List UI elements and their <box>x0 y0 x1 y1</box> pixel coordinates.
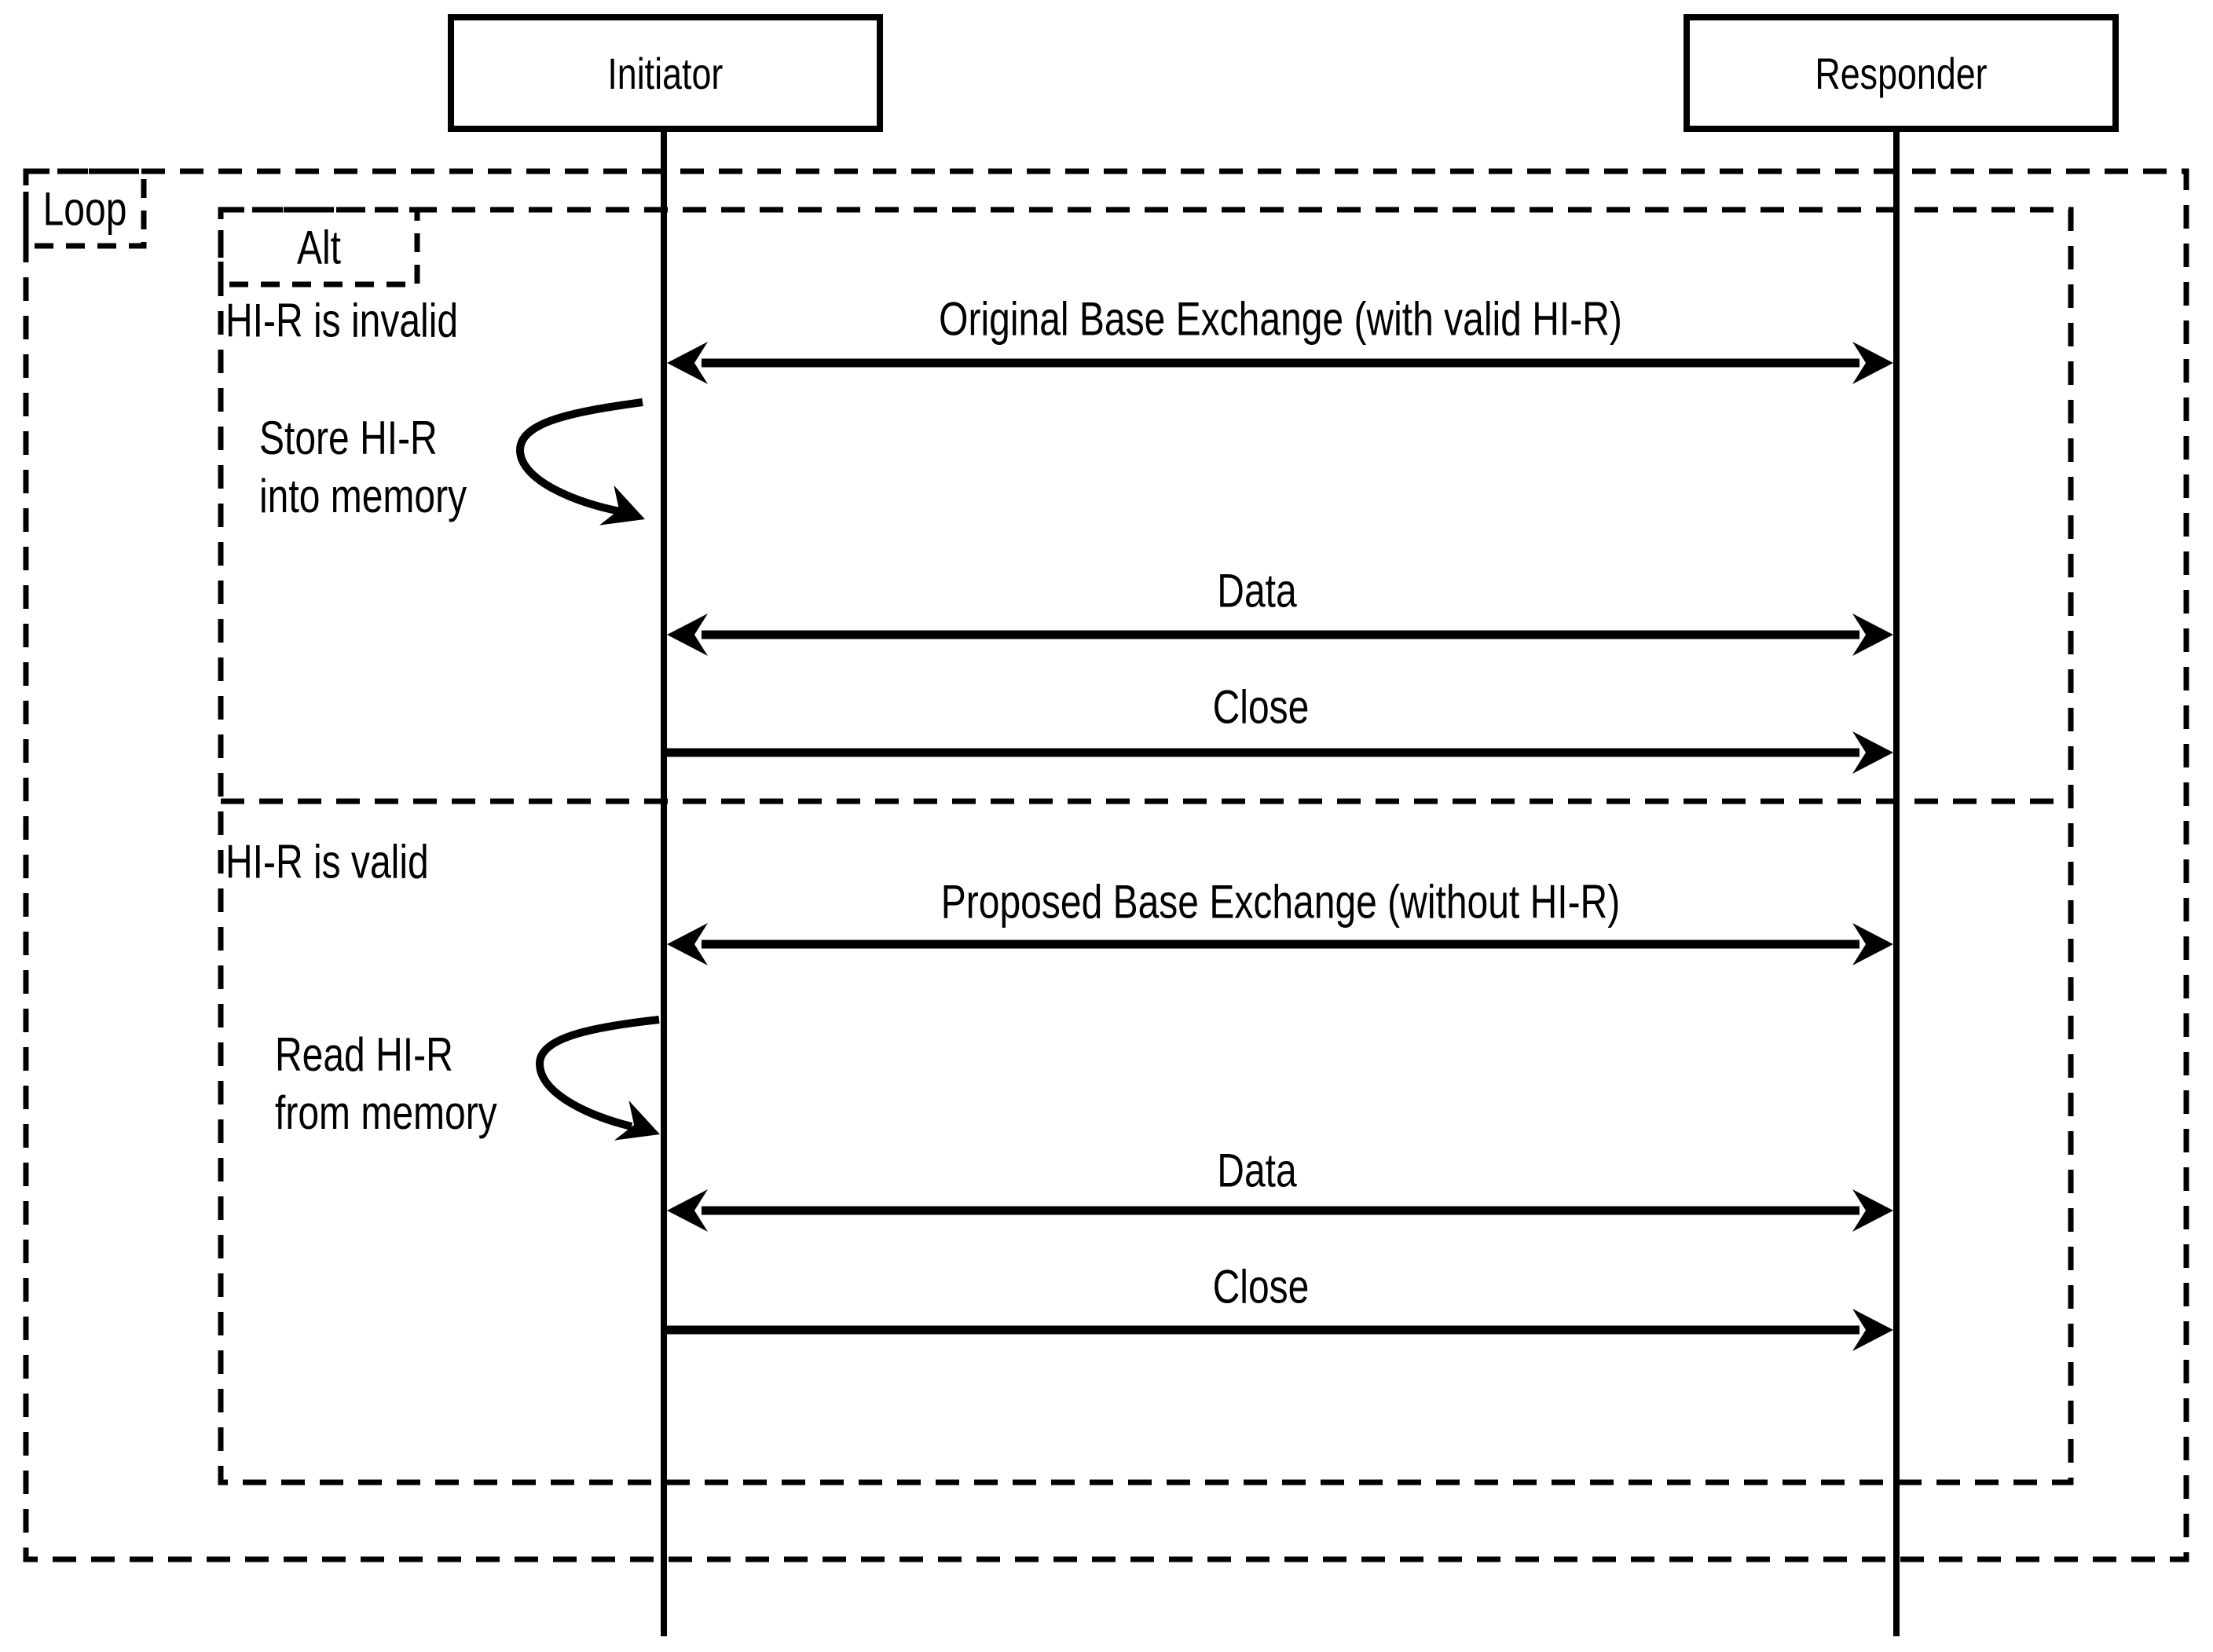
arrowhead-right-icon <box>1852 731 1893 774</box>
arrowhead-left-icon <box>667 923 708 965</box>
arrowhead-left-icon <box>667 614 708 656</box>
data-label-1: Data <box>1217 564 1297 617</box>
close-label-2: Close <box>1212 1260 1310 1313</box>
original-base-exchange-label: Original Base Exchange (with valid HI-R) <box>939 292 1622 346</box>
arrowhead-right-icon <box>1852 1189 1893 1232</box>
arrowhead-right-icon <box>1852 923 1893 965</box>
arrowhead-right-icon <box>1852 1309 1893 1351</box>
proposed-base-exchange-label: Proposed Base Exchange (without HI-R) <box>940 875 1621 929</box>
arrowhead-self-icon <box>599 485 645 526</box>
loop-frame <box>23 168 2189 1562</box>
initiator-label: Initiator <box>607 48 724 98</box>
close-label-1: Close <box>1212 680 1310 734</box>
guard-hir-invalid: HI-R is invalid <box>225 294 459 347</box>
read-hir-self-arrow <box>535 1016 660 1130</box>
initiator-actor-box: Initiator <box>448 14 883 132</box>
responder-actor-box: Responder <box>1684 14 2119 132</box>
read-hir-note: Read HI-R from memory <box>275 1028 497 1139</box>
alt-label-box <box>218 207 420 288</box>
arrowhead-left-icon <box>667 342 708 384</box>
guard-hir-valid: HI-R is valid <box>225 835 429 888</box>
data-label-2: Data <box>1217 1144 1297 1197</box>
responder-label: Responder <box>1815 48 1988 98</box>
arrowhead-right-icon <box>1852 342 1893 384</box>
alt-frame-label: Alt <box>296 221 342 274</box>
arrowhead-left-icon <box>667 1189 708 1232</box>
alt-frame <box>218 207 2074 1485</box>
store-hir-note: Store HI-R into memory <box>259 412 467 522</box>
arrowhead-right-icon <box>1852 614 1893 656</box>
loop-frame-label: Loop <box>42 182 127 236</box>
loop-label-box <box>23 168 147 249</box>
store-hir-self-arrow <box>515 398 643 516</box>
arrowhead-self-icon <box>614 1100 660 1141</box>
